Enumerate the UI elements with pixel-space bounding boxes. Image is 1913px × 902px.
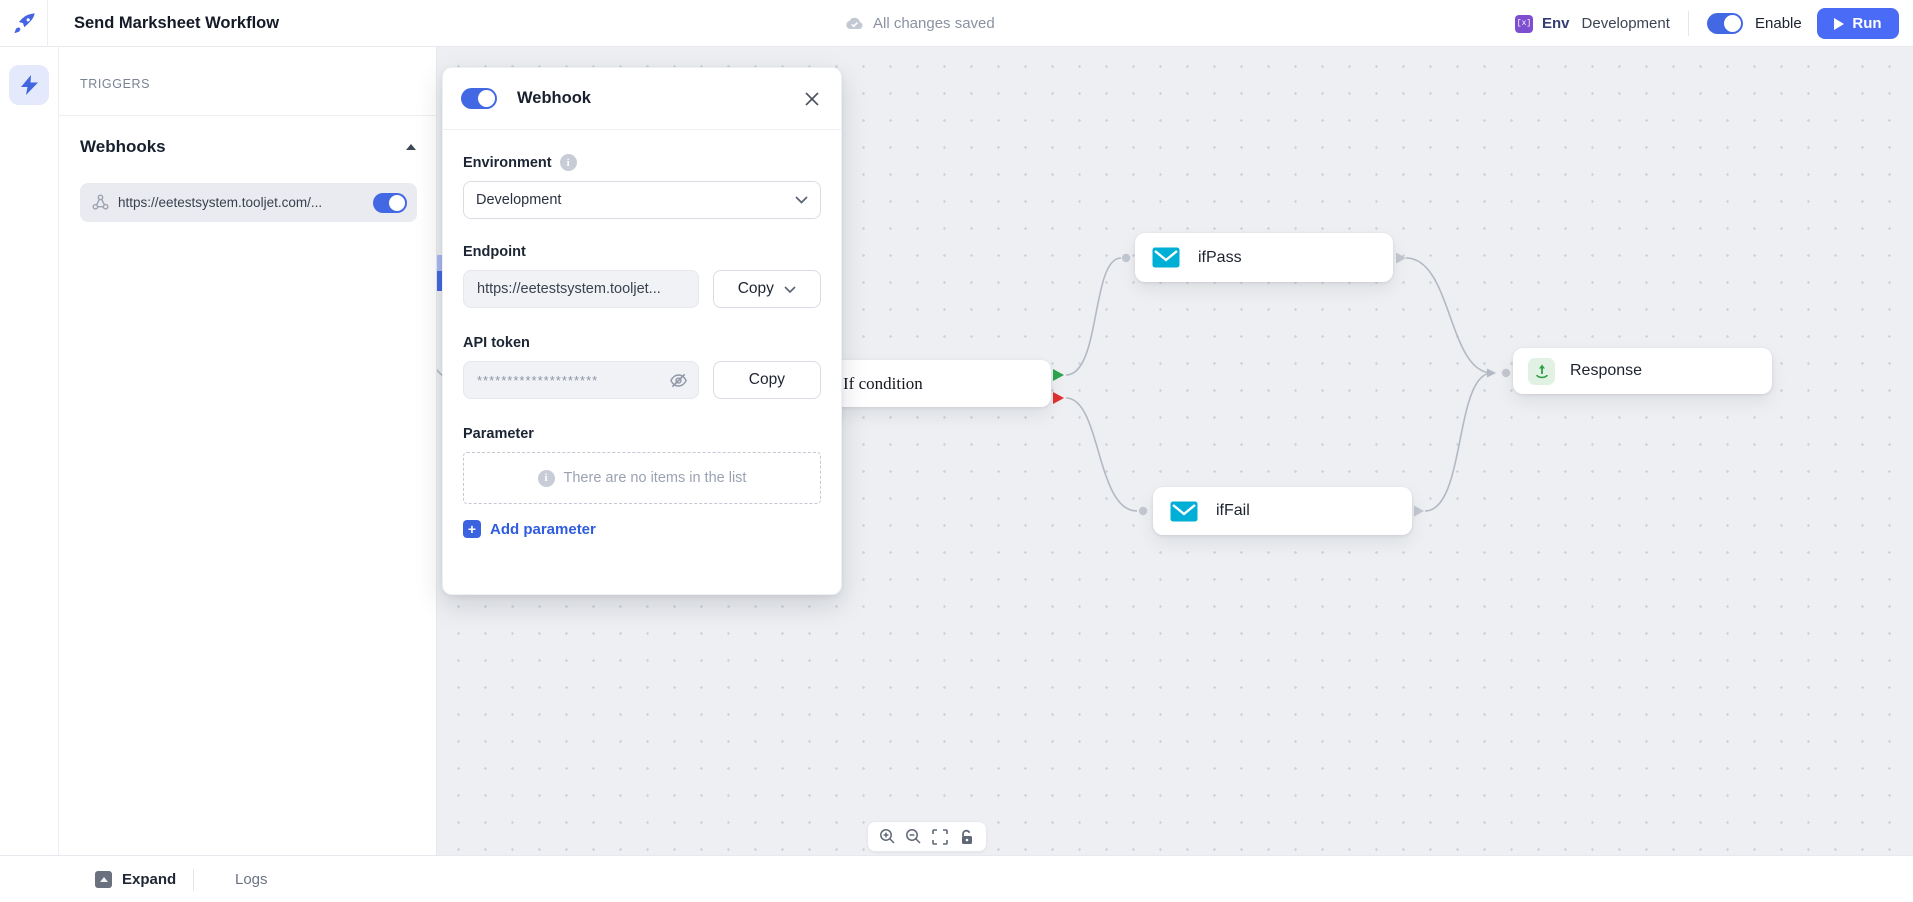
enable-control: Enable — [1707, 0, 1802, 47]
env-value: Development — [1582, 15, 1670, 32]
info-icon: i — [560, 154, 577, 171]
canvas-controls — [867, 821, 987, 852]
triggers-rail-button[interactable] — [9, 65, 49, 105]
info-icon: i — [538, 470, 555, 487]
lightning-icon — [21, 75, 38, 95]
cloud-check-icon — [845, 16, 864, 31]
run-label: Run — [1852, 15, 1881, 32]
webhook-list-item[interactable]: https://eetestsystem.tooljet.com/... — [80, 183, 417, 222]
enable-label: Enable — [1755, 15, 1802, 32]
endpoint-label: Endpoint — [463, 244, 526, 260]
close-icon[interactable] — [801, 88, 823, 110]
webhook-enable-toggle[interactable] — [373, 193, 407, 213]
zoom-out-icon[interactable] — [904, 827, 924, 847]
bottom-bar: Expand Logs — [0, 855, 1913, 902]
endpoint-copy-button[interactable]: Copy — [713, 270, 821, 308]
environment-label: Environment — [463, 155, 552, 171]
api-token-label: API token — [463, 335, 530, 351]
sidebar-divider — [59, 115, 436, 116]
zoom-in-icon[interactable] — [877, 827, 897, 847]
add-parameter-button[interactable]: + Add parameter — [463, 520, 821, 538]
expand-panel-icon — [95, 871, 112, 888]
node-response[interactable]: Response — [1513, 348, 1772, 394]
endpoint-field-label: Endpoint — [463, 244, 821, 260]
node-label: ifFail — [1216, 502, 1250, 520]
node-label: If condition — [843, 374, 923, 394]
footer-divider — [193, 869, 194, 891]
webhooks-group-title: Webhooks — [80, 137, 166, 157]
chevron-down-icon — [784, 286, 796, 293]
environment-selected-value: Development — [476, 192, 561, 208]
parameter-label: Parameter — [463, 426, 534, 442]
modal-header: Webhook — [443, 68, 841, 130]
parameter-empty-state: i There are no items in the list — [463, 452, 821, 504]
page-title: Send Marksheet Workflow — [74, 0, 279, 47]
modal-body: Environment i Development Endpoint https… — [443, 130, 841, 538]
webhook-url: https://eetestsystem.tooljet.com/... — [118, 195, 364, 210]
webhook-icon — [92, 194, 109, 211]
api-token-copy-button[interactable]: Copy — [713, 361, 821, 399]
api-token-input[interactable]: ******************** — [463, 361, 699, 399]
modal-title: Webhook — [517, 89, 781, 108]
triggers-sidebar: TRIGGERS Webhooks https://eetestsystem.t… — [59, 47, 437, 855]
environment-field-label: Environment i — [463, 154, 821, 171]
webhook-config-panel: Webhook Environment i Development Endpoi… — [442, 67, 842, 595]
fit-view-icon[interactable] — [930, 827, 950, 847]
sidebar-section-title: TRIGGERS — [80, 77, 150, 91]
lock-icon[interactable] — [957, 827, 977, 847]
top-header: Send Marksheet Workflow All changes save… — [0, 0, 1913, 47]
left-rail — [0, 47, 59, 855]
app-logo[interactable] — [0, 0, 48, 47]
collapse-caret-icon[interactable] — [406, 144, 416, 150]
save-status-text: All changes saved — [873, 15, 995, 32]
enable-toggle[interactable] — [1707, 13, 1743, 34]
email-icon — [1152, 247, 1180, 268]
response-icon — [1528, 358, 1555, 385]
logs-label: Logs — [235, 871, 268, 888]
endpoint-input[interactable]: https://eetestsystem.tooljet... — [463, 270, 699, 308]
save-status: All changes saved — [845, 0, 995, 47]
expand-label: Expand — [122, 871, 176, 888]
node-label: ifPass — [1198, 249, 1242, 267]
parameter-field-label: Parameter — [463, 426, 821, 442]
api-token-masked-value: ******************** — [477, 373, 598, 388]
webhook-toggle[interactable] — [461, 88, 497, 109]
copy-label: Copy — [738, 280, 774, 298]
eye-off-icon[interactable] — [669, 371, 688, 395]
expand-button[interactable]: Expand — [95, 856, 176, 902]
env-badge-icon: [x] — [1515, 15, 1533, 33]
webhooks-group-header[interactable]: Webhooks — [80, 135, 416, 159]
empty-message: There are no items in the list — [564, 470, 747, 486]
node-label: Response — [1570, 362, 1642, 380]
chevron-down-icon — [795, 196, 808, 204]
node-iffail[interactable]: ifFail — [1153, 487, 1412, 535]
api-token-field-label: API token — [463, 335, 821, 351]
plus-icon: + — [463, 520, 481, 538]
env-label: Env — [1542, 15, 1570, 32]
endpoint-value: https://eetestsystem.tooljet... — [477, 281, 661, 297]
add-parameter-label: Add parameter — [490, 521, 596, 538]
header-divider — [1688, 11, 1689, 36]
rocket-icon — [11, 11, 37, 37]
logs-button[interactable]: Logs — [235, 856, 268, 902]
run-button[interactable]: Run — [1817, 8, 1899, 39]
environment-select[interactable]: Development — [463, 181, 821, 219]
email-icon — [1170, 501, 1198, 522]
node-ifpass[interactable]: ifPass — [1135, 233, 1393, 282]
play-icon — [1834, 18, 1844, 30]
copy-label: Copy — [749, 371, 785, 389]
environment-indicator[interactable]: [x] Env Development — [1515, 0, 1670, 47]
